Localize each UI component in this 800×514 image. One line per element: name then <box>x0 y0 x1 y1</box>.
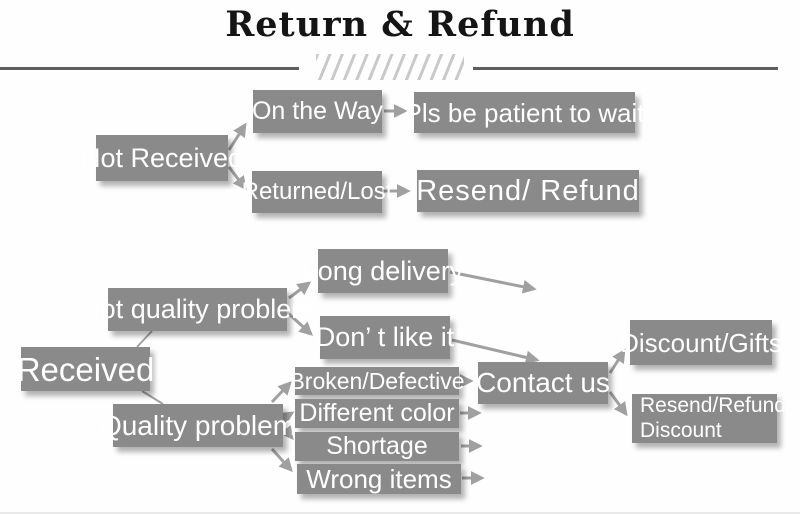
node-returned-lost: Returned/Lost <box>242 171 392 213</box>
page-title: Return & Refund <box>225 4 575 45</box>
node-long-delivery: Long delivery <box>303 249 463 293</box>
node-pls-be-patient: Pls be patient to wait <box>405 92 644 133</box>
divider-line-right <box>473 67 778 70</box>
node-resend-refund-discount-line2: Discount <box>640 418 722 442</box>
divider-line-left <box>0 67 299 70</box>
bottom-edge-line <box>0 512 800 514</box>
node-resend-refund-discount-line1: Resend/Refund/ <box>640 394 792 418</box>
node-received: Received <box>17 347 154 391</box>
node-different-color: Different color <box>295 399 459 428</box>
node-broken-defective: Broken/Defective <box>289 367 465 395</box>
node-quality-problem: Quality problem <box>100 404 296 447</box>
node-on-the-way: On the Way <box>252 90 383 133</box>
node-contact-us: Contact us <box>476 362 610 404</box>
node-not-quality-problem: Not quality problem <box>81 288 314 331</box>
node-wrong-items: Wrong items <box>297 464 461 494</box>
node-not-received: Not Received <box>81 135 243 181</box>
node-discount-gifts: Discount/Gifts <box>620 320 782 365</box>
node-resend-refund: Resend/ Refund <box>416 170 639 212</box>
hatch-decoration <box>316 54 464 80</box>
node-dont-like-it: Don’ t like it <box>316 316 454 359</box>
node-shortage: Shortage <box>295 432 459 461</box>
node-resend-refund-discount: Resend/Refund/ Discount <box>632 394 792 443</box>
